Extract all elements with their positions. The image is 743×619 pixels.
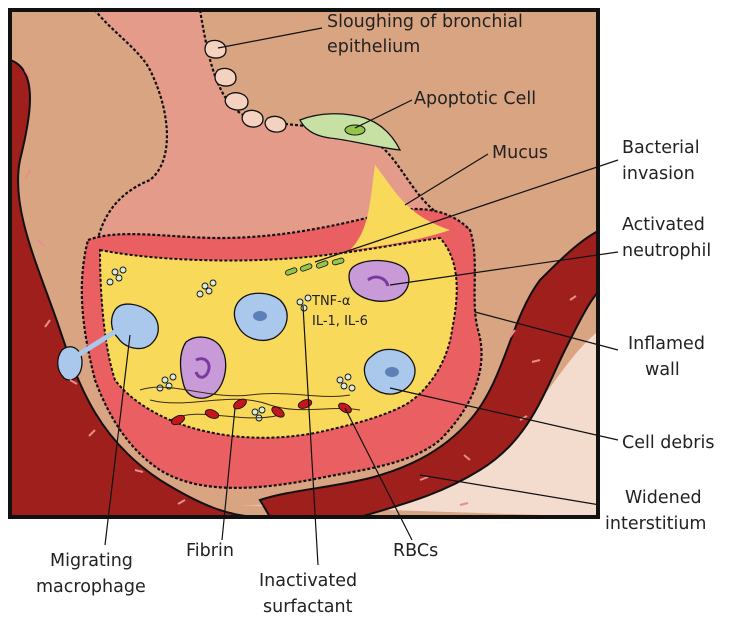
label-interstitium-line2: interstitium [605, 514, 706, 534]
label-sloughing-line2: epithelium [327, 37, 420, 57]
label-mucus: Mucus [492, 143, 548, 163]
label-surfactant-line1: Inactivated [259, 571, 357, 591]
label-inflamed-line1: Inflamed [628, 334, 705, 354]
label-bacterial-line1: Bacterial [622, 138, 700, 158]
label-cytokines-line2: IL-1, IL-6 [312, 314, 368, 329]
label-macrophage-line2: macrophage [36, 577, 146, 597]
label-macrophage-line1: Migrating [50, 551, 133, 571]
label-rbcs: RBCs [393, 541, 438, 561]
label-cytokines-line1: TNF-α [311, 294, 350, 309]
label-neutrophil-line2: neutrophil [622, 241, 711, 261]
label-sloughing-line1: Sloughing of bronchial [327, 12, 523, 32]
label-fibrin: Fibrin [186, 541, 234, 561]
label-bacterial-line2: invasion [622, 164, 695, 184]
label-apoptotic-cell: Apoptotic Cell [414, 89, 536, 109]
illustration-panel [10, 10, 600, 517]
label-surfactant-line2: surfactant [263, 597, 353, 617]
label-neutrophil-line1: Activated [622, 215, 705, 235]
label-cell-debris: Cell debris [622, 433, 714, 453]
label-interstitium-line1: Widened [625, 488, 702, 508]
label-inflamed-line2: wall [645, 360, 680, 380]
